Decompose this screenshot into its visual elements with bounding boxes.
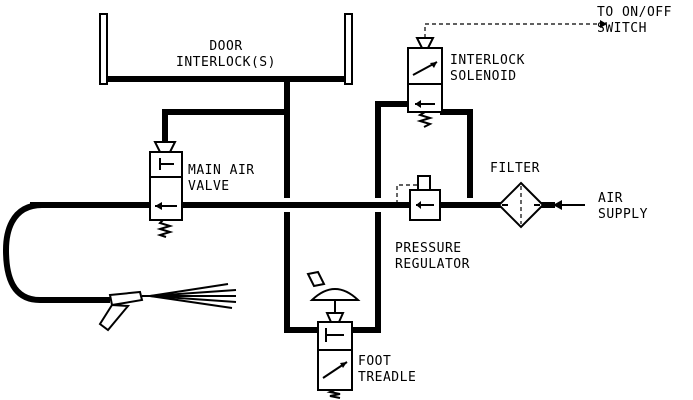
treadle-pedal: [309, 288, 361, 301]
treadle-pedal-top: [306, 270, 326, 288]
regulator-icon: [396, 175, 441, 221]
main-air-valve-label-2: VALVE: [188, 179, 230, 194]
interlock-solenoid-label-1: INTERLOCK: [450, 53, 525, 68]
air-supply-label-2: SUPPLY: [598, 207, 648, 222]
foot-treadle-label-2: TREADLE: [358, 370, 416, 385]
door-interlock-assembly: [99, 13, 353, 85]
solenoid-spring: [416, 111, 434, 128]
solenoid-valve-block: [407, 83, 443, 113]
main-valve-lower-block: [149, 176, 183, 221]
filter-icon: [497, 181, 545, 229]
door-interlock-label-1: DOOR: [209, 39, 242, 54]
regulator-pilot-dash: [396, 184, 424, 202]
air-supply-label-1: AIR: [598, 191, 623, 206]
treadle-valve-icon: [306, 270, 361, 399]
treadle-return-line: [348, 212, 381, 333]
switch-label-2: SWITCH: [597, 21, 647, 36]
main-valve-pilot-cap: [153, 141, 177, 153]
switch-label-1: TO ON/OFF: [597, 5, 672, 20]
foot-treadle-label-1: FOOT: [358, 354, 391, 369]
gun-handle: [98, 303, 131, 332]
main-valve-spring: [156, 219, 174, 238]
spray-pattern: [149, 283, 237, 309]
spray-gun-icon: [98, 283, 237, 332]
air-supply-arrow: [553, 200, 585, 210]
solenoid-valve-icon: [407, 20, 607, 128]
door-right-post: [344, 13, 353, 85]
interlock-solenoid-label-2: SOLENOID: [450, 69, 517, 84]
switch-signal-line: [424, 23, 600, 38]
solenoid-supply-line: [375, 101, 410, 198]
gun-body: [108, 290, 144, 307]
solenoid-return-line: [440, 109, 473, 198]
main-valve-pilot-line: [162, 109, 287, 142]
filter-diamond: [497, 181, 545, 229]
pressure-regulator-label-1: PRESSURE: [395, 241, 462, 256]
spray-hose: [2, 202, 150, 303]
pressure-regulator-label-2: REGULATOR: [395, 257, 470, 272]
main-air-valve-label-1: MAIN AIR: [188, 163, 255, 178]
door-left-post: [99, 13, 108, 85]
labels: DOOR INTERLOCK(S) INTERLOCK SOLENOID TO …: [176, 5, 672, 385]
treadle-supply-line: [284, 212, 318, 333]
solenoid-cap: [415, 37, 435, 49]
door-interlock-label-2: INTERLOCK(S): [176, 55, 276, 70]
filter-label: FILTER: [490, 161, 540, 176]
pneumatic-valve-icon: [149, 141, 183, 238]
solenoid-coil: [407, 47, 443, 85]
pipe-network: [2, 79, 555, 333]
